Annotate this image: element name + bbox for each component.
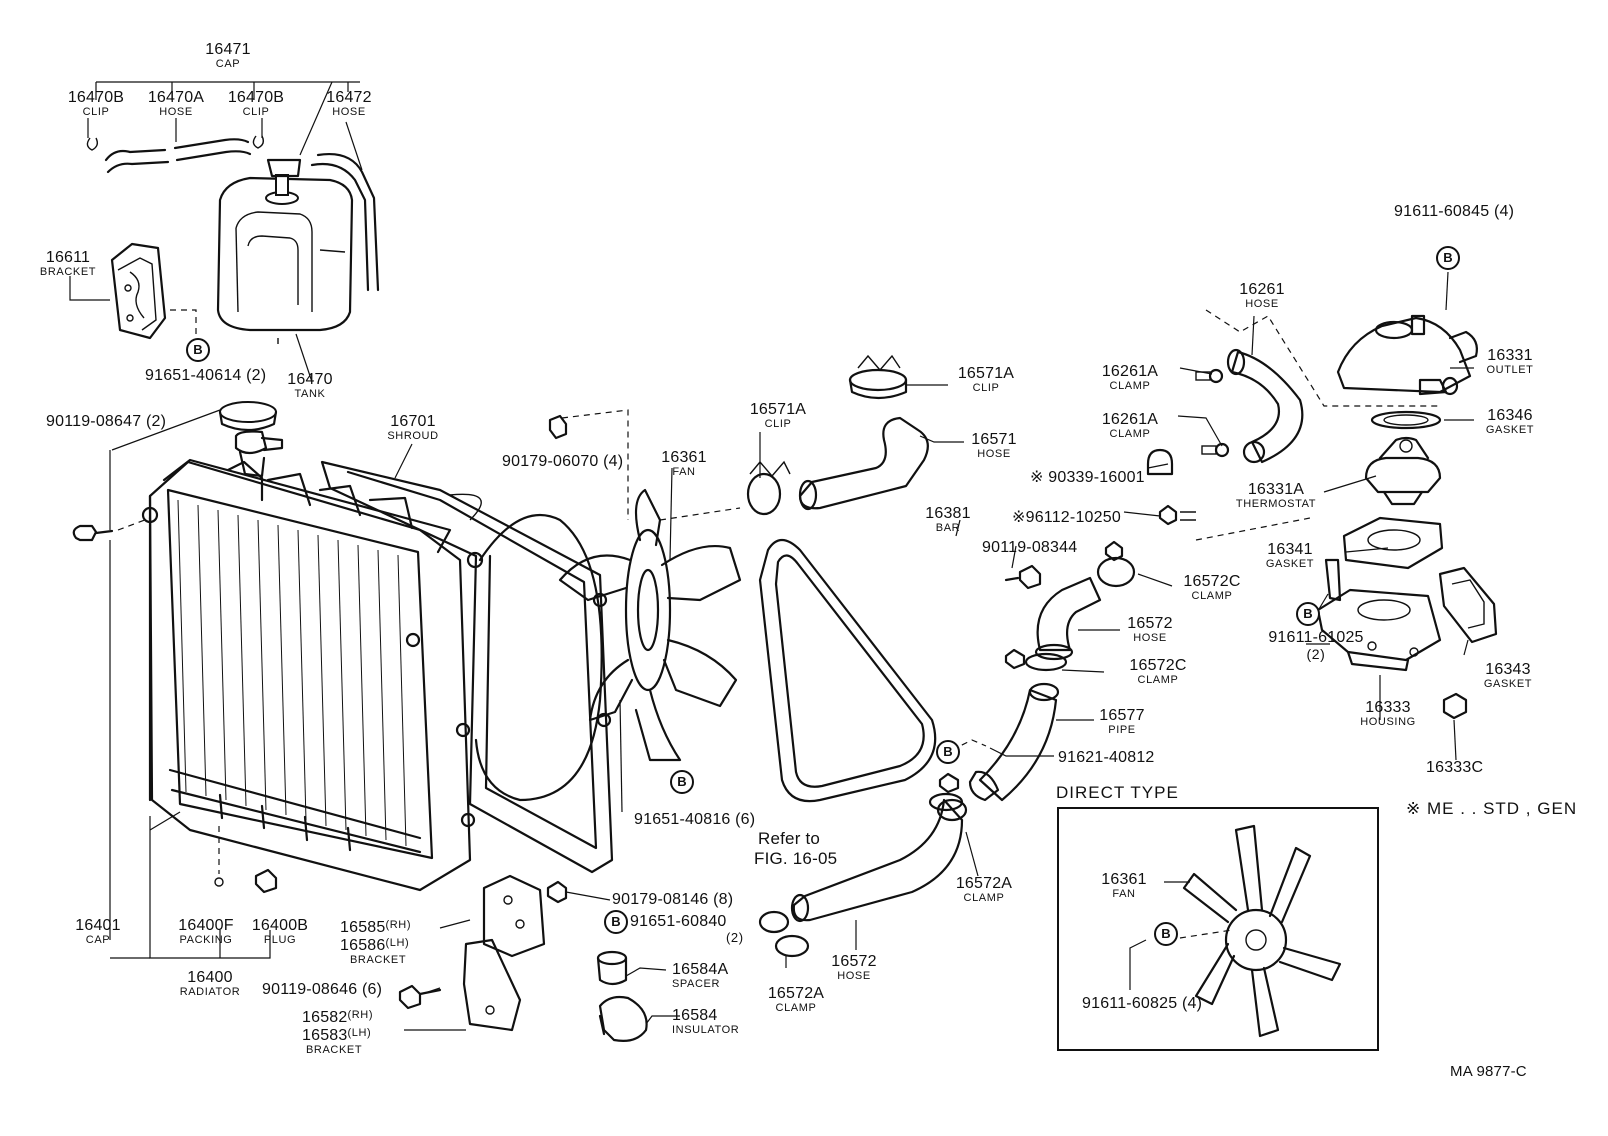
- label-16586-lh: 16586(LH)BRACKET: [340, 937, 410, 966]
- b-marker-91621-40812: B: [936, 740, 960, 764]
- label-90179-06070: 90179-06070 (4): [502, 453, 624, 470]
- outlet-gasket-drawing: [1370, 410, 1442, 430]
- b-marker-91611-61025: B: [1296, 602, 1320, 626]
- lower-hoses-drawing: [790, 556, 1136, 923]
- b-marker-91651-40614: B: [186, 338, 210, 362]
- reservoir-bracket-drawing: [110, 242, 167, 340]
- leader-lines: [69, 81, 1474, 1031]
- bypass-hose-drawing: [1195, 348, 1304, 464]
- direct-type-box: [1057, 807, 1379, 1051]
- label-91651-40816: 91651-40816 (6): [634, 811, 756, 828]
- housing-gasket-drawing: [1438, 566, 1498, 644]
- label-96112-10250: ※96112-10250: [1012, 509, 1121, 526]
- label-16333c-plug: 16333C: [1426, 759, 1484, 776]
- b-marker-91651-60840: B: [604, 910, 628, 934]
- radiator-core-hatch: [177, 499, 407, 847]
- label-91651-40614: 91651-40614 (2): [145, 367, 267, 384]
- label-90179-08146: 90179-08146 (8): [612, 891, 734, 908]
- water-outlet-drawing: [1336, 314, 1478, 396]
- label-91621-40812: 91621-40812: [1058, 749, 1155, 766]
- spacer-insulator-drawing: [596, 910, 810, 1042]
- label-91611-61025: 91611-61025(2): [1268, 629, 1364, 662]
- fan-drawing: [558, 488, 742, 762]
- label-refer-fig: FIG. 16-05: [754, 849, 838, 868]
- thermostat-drawing: [1364, 436, 1442, 506]
- label-16582-rh: 16582(RH): [302, 1009, 374, 1026]
- label-90119-08646: 90119-08646 (6): [262, 981, 383, 998]
- b-marker-91651-40816: B: [670, 770, 694, 794]
- drawing-code: MA 9877-C: [1450, 1063, 1527, 1080]
- b-marker-91611-60845: B: [1436, 246, 1460, 270]
- label-91651-60840: 91651-60840(2): [630, 913, 744, 945]
- thermostat-housing-drawing: [1316, 558, 1442, 672]
- label-refer-to: Refer to: [758, 829, 821, 848]
- label-90119-08344: 90119-08344: [982, 539, 1078, 556]
- reservoir-tank-drawing: [216, 158, 354, 344]
- label-90119-08647: 90119-08647 (2): [46, 413, 167, 430]
- label-91611-60845: 91611-60845 (4): [1394, 203, 1515, 220]
- thermostat-gasket-drawing: [1342, 516, 1444, 570]
- label-91611-60825: 91611-60825 (4): [1082, 995, 1203, 1012]
- overflow-hose-drawing: [86, 135, 380, 292]
- drain-plug-drawing: [1442, 692, 1468, 720]
- fasteners-drawing: [72, 414, 1196, 1010]
- upper-hose-drawing: [746, 354, 929, 516]
- b-marker-91611-60825: B: [1154, 922, 1178, 946]
- note-me-std-gen: ※ ME . . STD , GEN: [1406, 799, 1578, 818]
- direct-type-title: DIRECT TYPE: [1056, 783, 1179, 802]
- belt-drawing: [758, 538, 937, 803]
- radiator-drawing: [141, 458, 476, 892]
- label-16583-lh: 16583(LH)BRACKET: [302, 1027, 372, 1056]
- label-16585-rh: 16585(RH): [340, 919, 412, 936]
- label-90339-16001: ※ 90339-16001: [1030, 469, 1145, 486]
- radiator-cap-drawing: [218, 401, 284, 478]
- lower-brackets-drawing: [462, 874, 546, 1032]
- direct-fan-drawing: [1182, 824, 1342, 1038]
